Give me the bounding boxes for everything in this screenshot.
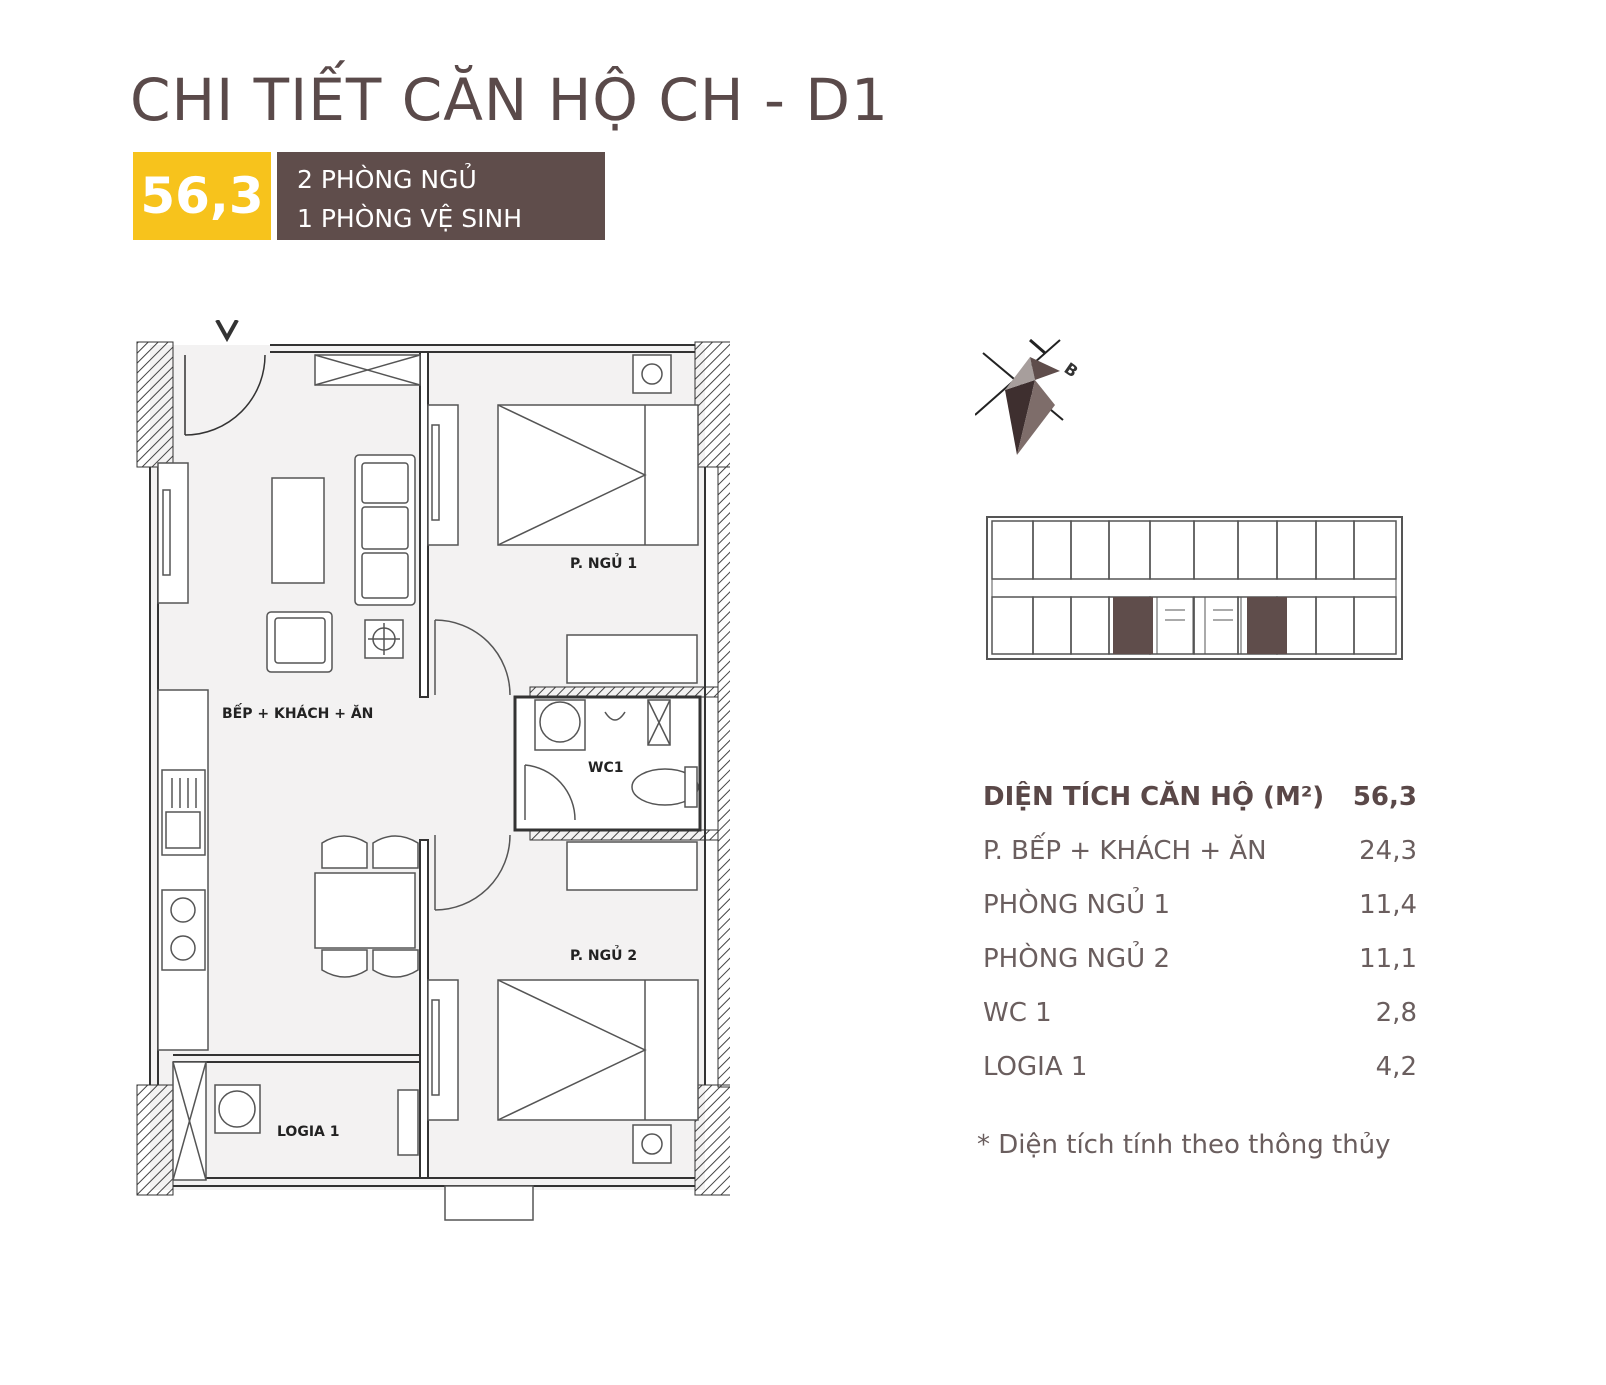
coffee-table-icon: [271, 477, 325, 584]
chair-icon: [372, 835, 419, 869]
highlighted-unit: [1113, 597, 1153, 654]
structural-columns: [136, 341, 730, 1196]
area-row-value: 4,2: [1375, 1052, 1417, 1082]
area-row-value: 2,8: [1375, 998, 1417, 1028]
shower-icon: [604, 711, 626, 721]
area-badge: 56,3: [133, 152, 271, 240]
area-row: P. BẾP + KHÁCH + ĂN 24,3: [983, 824, 1417, 878]
area-total-label: DIỆN TÍCH CĂN HỘ (M²): [983, 782, 1325, 812]
wc-door-icon: [524, 764, 576, 821]
label-wc: WC1: [588, 760, 623, 776]
radiator-icon: [566, 841, 698, 891]
area-table: DIỆN TÍCH CĂN HỘ (M²) 56,3 P. BẾP + KHÁC…: [983, 770, 1417, 1094]
area-row-value: 11,4: [1359, 890, 1417, 920]
area-row-value: 24,3: [1359, 836, 1417, 866]
key-plan: [986, 516, 1403, 660]
area-row: PHÒNG NGỦ 1 11,4: [983, 878, 1417, 932]
chair-icon: [321, 835, 368, 869]
area-row: LOGIA 1 4,2: [983, 1040, 1417, 1094]
label-loggia: LOGIA 1: [277, 1124, 339, 1140]
area-row: WC 1 2,8: [983, 986, 1417, 1040]
area-row-label: LOGIA 1: [983, 1052, 1088, 1082]
radiator-icon: [566, 634, 698, 684]
compass-letter: B: [1061, 359, 1082, 382]
stair-core: [1156, 596, 1194, 655]
window-sill: [444, 1185, 534, 1221]
chair-icon: [321, 949, 368, 978]
page-title: CHI TIẾT CĂN HỘ CH - D1: [130, 66, 889, 134]
highlighted-unit: [1247, 597, 1287, 654]
area-total-value: 56,3: [1352, 782, 1417, 812]
label-bedroom-1: P. NGỦ 1: [570, 553, 637, 572]
bed-icon: [497, 404, 699, 546]
bedroom-2-door-icon: [434, 834, 511, 911]
bed-icon: [497, 979, 699, 1121]
water-heater-icon: [397, 1089, 419, 1156]
bedrooms-count: 2 PHÒNG NGỦ: [297, 165, 477, 194]
label-kitchen-living: BẾP + KHÁCH + ĂN: [222, 703, 373, 722]
floor-plan: BẾP + KHÁCH + ĂN P. NGỦ 1 P. NGỦ 2 WC1 L…: [136, 320, 730, 1221]
bathrooms-count: 1 PHÒNG VỆ SINH: [297, 204, 523, 233]
area-row-label: WC 1: [983, 998, 1052, 1028]
area-row-label: PHÒNG NGỦ 2: [983, 944, 1170, 974]
kitchen-counter-icon: [157, 689, 209, 1051]
key-plan-unit: [1353, 520, 1397, 580]
area-row-label: P. BẾP + KHÁCH + ĂN: [983, 836, 1267, 866]
entrance-door-icon: [184, 354, 266, 436]
compass-icon: B: [975, 338, 1082, 455]
area-table-header: DIỆN TÍCH CĂN HỘ (M²) 56,3: [983, 770, 1417, 824]
rooms-badge: 2 PHÒNG NGỦ 1 PHÒNG VỆ SINH: [277, 152, 605, 240]
floor-drain-icon: [632, 1124, 672, 1164]
label-bedroom-2: P. NGỦ 2: [570, 945, 637, 964]
stair-core: [1204, 596, 1242, 655]
key-plan-unit: [1353, 596, 1397, 655]
toilet-icon: [631, 768, 699, 806]
chair-icon: [372, 949, 419, 978]
area-row: PHÒNG NGỦ 2 11,1: [983, 932, 1417, 986]
area-row-label: PHÒNG NGỦ 1: [983, 890, 1170, 920]
dining-table-icon: [314, 872, 416, 949]
area-note: * Diện tích tính theo thông thủy: [977, 1130, 1391, 1160]
entrance-arrow-icon: [215, 320, 239, 343]
area-row-value: 11,1: [1359, 944, 1417, 974]
